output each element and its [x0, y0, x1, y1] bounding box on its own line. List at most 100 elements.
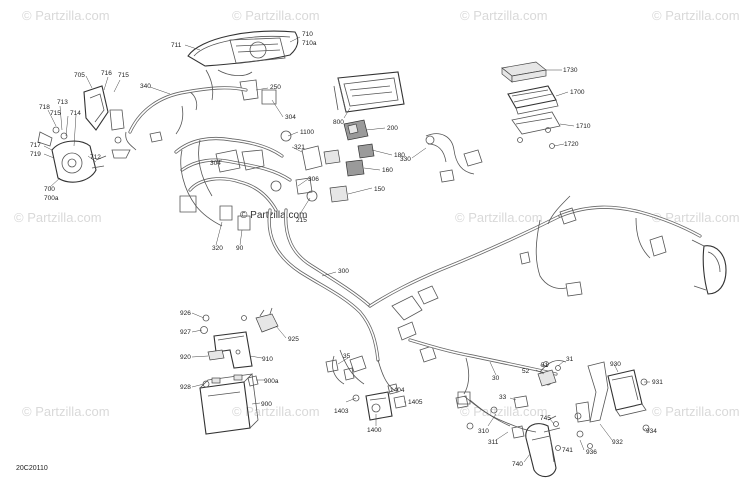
connector-52-drawing: [537, 361, 561, 387]
callout-label: 35: [343, 353, 351, 360]
callout-label: 321: [294, 144, 305, 151]
callout-label: 1730: [563, 67, 578, 74]
callout-label: 30: [492, 375, 500, 382]
watermark: © Partzilla.com: [232, 8, 320, 23]
callout-label: 713: [57, 99, 68, 106]
callout-label: 160: [382, 167, 393, 174]
callout-label: 927: [180, 329, 191, 336]
watermark: © Partzilla.com: [232, 404, 320, 419]
callout-label: 150: [374, 186, 385, 193]
callout-label: 200: [387, 125, 398, 132]
diagram-code: 20C20110: [16, 465, 48, 472]
callout-label: 180: [394, 152, 405, 159]
callout-label: 215: [296, 217, 307, 224]
callout-label: 719: [30, 151, 41, 158]
callout-label: 900: [261, 401, 272, 408]
callout-label: 717: [30, 142, 41, 149]
callout-label: 711: [171, 42, 182, 49]
callout-label: 31: [566, 356, 574, 363]
watermark: © Partzilla.com: [14, 210, 102, 225]
callout-label: 1710: [576, 123, 591, 130]
main-harness-300-drawing: [267, 205, 702, 391]
ecu-assembly-drawing: [501, 61, 561, 149]
callout-label: 928: [180, 384, 191, 391]
callout-label: 710: [302, 31, 313, 38]
harness-330-drawing: [425, 133, 483, 183]
callout-label: 910: [262, 356, 273, 363]
callout-label: 311: [488, 439, 499, 446]
callout-label: 250: [270, 84, 281, 91]
callout-label: 1700: [570, 89, 585, 96]
callout-label: 306: [308, 176, 319, 183]
watermark-layer: © Partzilla.com © Partzilla.com © Partzi…: [14, 8, 740, 419]
leader-lines: [43, 36, 650, 463]
callout-label: 300: [338, 268, 349, 275]
watermark: © Partzilla.com: [652, 210, 740, 225]
callout-labels: 711 710 710a 705 716 715 340 250 304 110…: [30, 31, 663, 468]
callout-label: 930: [610, 361, 621, 368]
actuator-700-drawing: [37, 126, 107, 183]
callout-label: 718: [39, 104, 50, 111]
callout-label: 741: [562, 447, 573, 454]
callout-label: 33: [499, 394, 507, 401]
callout-label: 304: [210, 160, 221, 167]
watermark: © Partzilla.com: [652, 404, 740, 419]
right-lamp-drawing: [691, 239, 727, 295]
callout-label: 1404: [390, 387, 405, 394]
module-930-drawing: [575, 361, 650, 432]
callout-label: 1100: [300, 129, 314, 136]
watermark: © Partzilla.com: [460, 8, 548, 23]
callout-label: 1720: [564, 141, 579, 148]
starter-relay-1400-drawing: [352, 383, 407, 421]
callout-label: 1403: [334, 408, 349, 415]
callout-label: 1405: [408, 399, 423, 406]
callout-label: 925: [288, 336, 299, 343]
callout-label: 330: [400, 156, 411, 163]
callout-label: 51: [541, 362, 549, 369]
callout-label: 320: [212, 245, 223, 252]
callout-label: 712: [90, 154, 101, 161]
callout-label: 800: [333, 119, 344, 126]
switch-group-drawing: [306, 143, 375, 203]
callout-label: 705: [74, 72, 85, 79]
watermark: © Partzilla.com: [460, 404, 548, 419]
connector-33-drawing: [513, 395, 529, 409]
callout-label: 1400: [367, 427, 382, 434]
small-fasteners-right-drawing: [553, 412, 593, 451]
callout-label: 932: [612, 439, 623, 446]
watermark: © Partzilla.com: [22, 404, 110, 419]
watermark: © Partzilla.com: [455, 210, 543, 225]
callout-label: 934: [646, 428, 657, 435]
callout-label: 936: [586, 449, 597, 456]
callout-label: 90: [236, 245, 244, 252]
right-harness-branch-drawing: [519, 195, 667, 297]
callout-label: 716: [101, 70, 112, 77]
callout-label: 714: [70, 110, 81, 117]
callout-label: 340: [140, 83, 151, 90]
callout-label: 715: [50, 110, 61, 117]
center-watermark: © Partzilla.com: [240, 210, 307, 221]
callout-label: 715: [118, 72, 129, 79]
callout-label: 710a: [302, 40, 317, 47]
callout-label: 900a: [264, 378, 279, 385]
drawing-layer: [37, 30, 727, 478]
watermark: © Partzilla.com: [22, 8, 110, 23]
relay-925-drawing: [255, 307, 279, 333]
switch-200-drawing: [343, 119, 369, 141]
callout-label: 740: [512, 461, 523, 468]
harness-340-drawing: [125, 69, 248, 151]
watermark: © Partzilla.com: [652, 8, 740, 23]
callout-label: 700: [44, 186, 55, 193]
main-harness-cluster-drawing: [174, 79, 323, 231]
display-800-drawing: [333, 71, 405, 113]
cluster-housing-drawing: [187, 30, 299, 76]
bracket-705-drawing: [83, 85, 131, 159]
callout-label: 745: [540, 415, 551, 422]
callout-label: 931: [652, 379, 663, 386]
callout-label: 700a: [44, 195, 59, 202]
connector-35-drawing: [325, 355, 355, 385]
callout-label: 304: [285, 114, 296, 121]
callout-label: 52: [522, 368, 530, 375]
harness-310-drawing: [455, 395, 537, 439]
